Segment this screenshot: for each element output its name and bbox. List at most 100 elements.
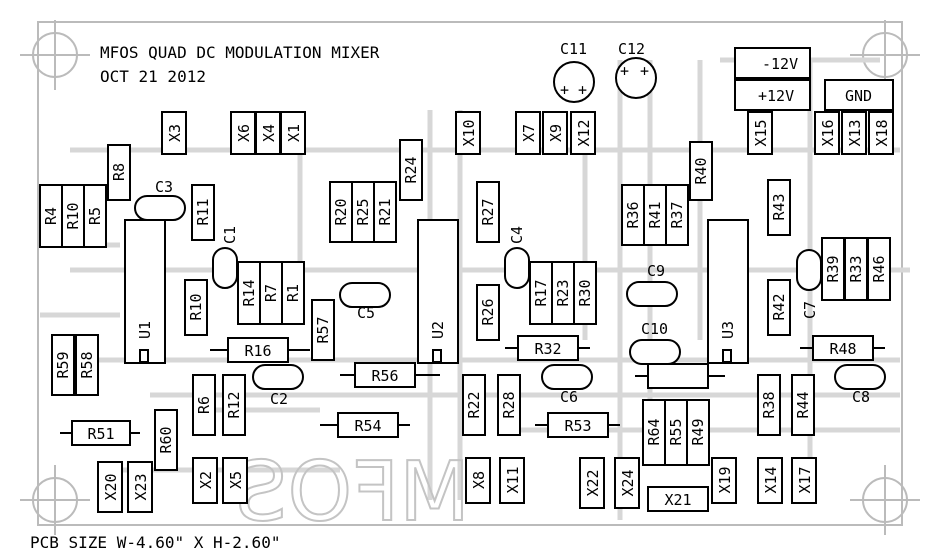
- svg-text:R17: R17: [532, 279, 550, 306]
- svg-text:R20: R20: [332, 198, 350, 225]
- resistor-r54: R54: [320, 412, 410, 438]
- connector-x9: X9: [542, 111, 568, 155]
- svg-text:R30: R30: [576, 279, 594, 306]
- svg-text:X20: X20: [102, 473, 120, 500]
- svg-text:X2: X2: [197, 471, 215, 489]
- resistor-r42: R42: [767, 279, 791, 336]
- svg-text:X1: X1: [285, 124, 303, 142]
- connector-x14: X14: [757, 457, 783, 504]
- resistor-r55: R55: [664, 399, 688, 466]
- neg12v-label: -12V: [762, 55, 798, 73]
- svg-text:R49: R49: [689, 418, 707, 445]
- resistor-r38: R38: [757, 374, 781, 436]
- resistor-r37: R37: [665, 184, 689, 246]
- svg-text:R24: R24: [402, 156, 420, 183]
- svg-text:R54: R54: [354, 417, 381, 435]
- resistor-r11: R11: [191, 184, 215, 241]
- connector-x1: X1: [280, 111, 306, 155]
- svg-text:R28: R28: [500, 391, 518, 418]
- resistor-r51: R51: [60, 420, 140, 446]
- capacitor-c2: C2: [252, 364, 304, 408]
- board-date: OCT 21 2012: [100, 67, 206, 86]
- svg-text:+: +: [640, 62, 649, 80]
- gnd-box: [824, 79, 894, 111]
- svg-text:C12: C12: [618, 40, 645, 58]
- svg-text:C7: C7: [801, 301, 819, 319]
- connector-x5: X5: [222, 457, 248, 504]
- svg-text:U3: U3: [719, 321, 737, 339]
- capacitor-c12: C12++: [615, 40, 657, 99]
- resistor-r41: R41: [643, 184, 667, 246]
- resistor-r17: R17: [529, 261, 553, 325]
- resistor-r33: R33: [844, 237, 868, 301]
- svg-text:X9: X9: [547, 124, 565, 142]
- svg-text:X7: X7: [520, 124, 538, 142]
- svg-text:X17: X17: [796, 466, 814, 493]
- svg-text:R4: R4: [42, 207, 60, 225]
- connector-x18: X18: [868, 111, 894, 155]
- svg-text:R40: R40: [692, 157, 710, 184]
- resistor-r53: R53: [535, 412, 620, 438]
- neg12v-box: [734, 47, 811, 79]
- svg-text:R58: R58: [78, 351, 96, 378]
- svg-text:C2: C2: [270, 390, 288, 408]
- resistor-r28: R28: [497, 374, 521, 436]
- resistor-r8: R8: [107, 144, 131, 201]
- resistor-r22: R22: [462, 374, 486, 436]
- resistor-r14: R14: [237, 261, 261, 325]
- svg-text:R42: R42: [770, 293, 788, 320]
- svg-text:R57: R57: [314, 316, 332, 343]
- resistor-r57: R57: [311, 299, 335, 361]
- svg-text:X4: X4: [260, 124, 278, 142]
- resistor-r59: R59: [51, 334, 75, 396]
- resistor-r58: R58: [75, 334, 99, 396]
- resistor-r12: R12: [222, 374, 246, 436]
- svg-text:C3: C3: [155, 178, 173, 196]
- svg-text:X19: X19: [716, 466, 734, 493]
- svg-text:R48: R48: [829, 340, 856, 358]
- capacitor-c3: C3: [134, 178, 186, 221]
- connector-x8: X8: [465, 457, 491, 504]
- svg-text:R32: R32: [534, 340, 561, 358]
- resistor-r43: R43: [767, 179, 791, 236]
- connector-x6: X6: [230, 111, 256, 155]
- svg-text:R51: R51: [87, 425, 114, 443]
- resistor-r40: R40: [689, 141, 713, 201]
- svg-text:X12: X12: [575, 119, 593, 146]
- svg-text:R21: R21: [376, 198, 394, 225]
- resistor-r30: R30: [573, 261, 597, 325]
- svg-text:R60: R60: [157, 426, 175, 453]
- svg-text:X8: X8: [470, 471, 488, 489]
- ic-u1: U1: [124, 219, 166, 364]
- svg-text:R59: R59: [54, 351, 72, 378]
- svg-text:U2: U2: [429, 321, 447, 339]
- connector-x16: X16: [814, 111, 840, 155]
- svg-text:X5: X5: [227, 471, 245, 489]
- resistor-r60: R60: [154, 409, 178, 471]
- capacitor-c10: C10: [629, 320, 681, 365]
- svg-text:+: +: [560, 81, 569, 99]
- resistor-r10: R10: [184, 279, 208, 336]
- svg-text:R1: R1: [284, 284, 302, 302]
- resistor-r62: R64: [642, 399, 666, 466]
- resistor-r48: R48: [800, 335, 885, 361]
- svg-text:C9: C9: [647, 262, 665, 280]
- resistor-r56: R56: [340, 362, 440, 388]
- svg-text:R10: R10: [64, 202, 82, 229]
- resistor-r32: R32: [505, 335, 590, 361]
- svg-text:R27: R27: [479, 198, 497, 225]
- resistor-r64: [635, 363, 725, 389]
- svg-text:C1: C1: [221, 226, 239, 244]
- connector-x4: X4: [255, 111, 281, 155]
- resistor-r6: R6: [192, 374, 216, 436]
- connector-x7: X7: [515, 111, 541, 155]
- svg-text:X23: X23: [132, 473, 150, 500]
- svg-text:C8: C8: [852, 388, 870, 406]
- svg-text:R38: R38: [760, 391, 778, 418]
- svg-text:C6: C6: [560, 388, 578, 406]
- connector-x23: X23: [127, 461, 153, 513]
- resistor-r4: R4: [39, 184, 63, 248]
- svg-text:R44: R44: [794, 391, 812, 418]
- svg-text:R7: R7: [262, 284, 280, 302]
- svg-text:C11: C11: [560, 40, 587, 58]
